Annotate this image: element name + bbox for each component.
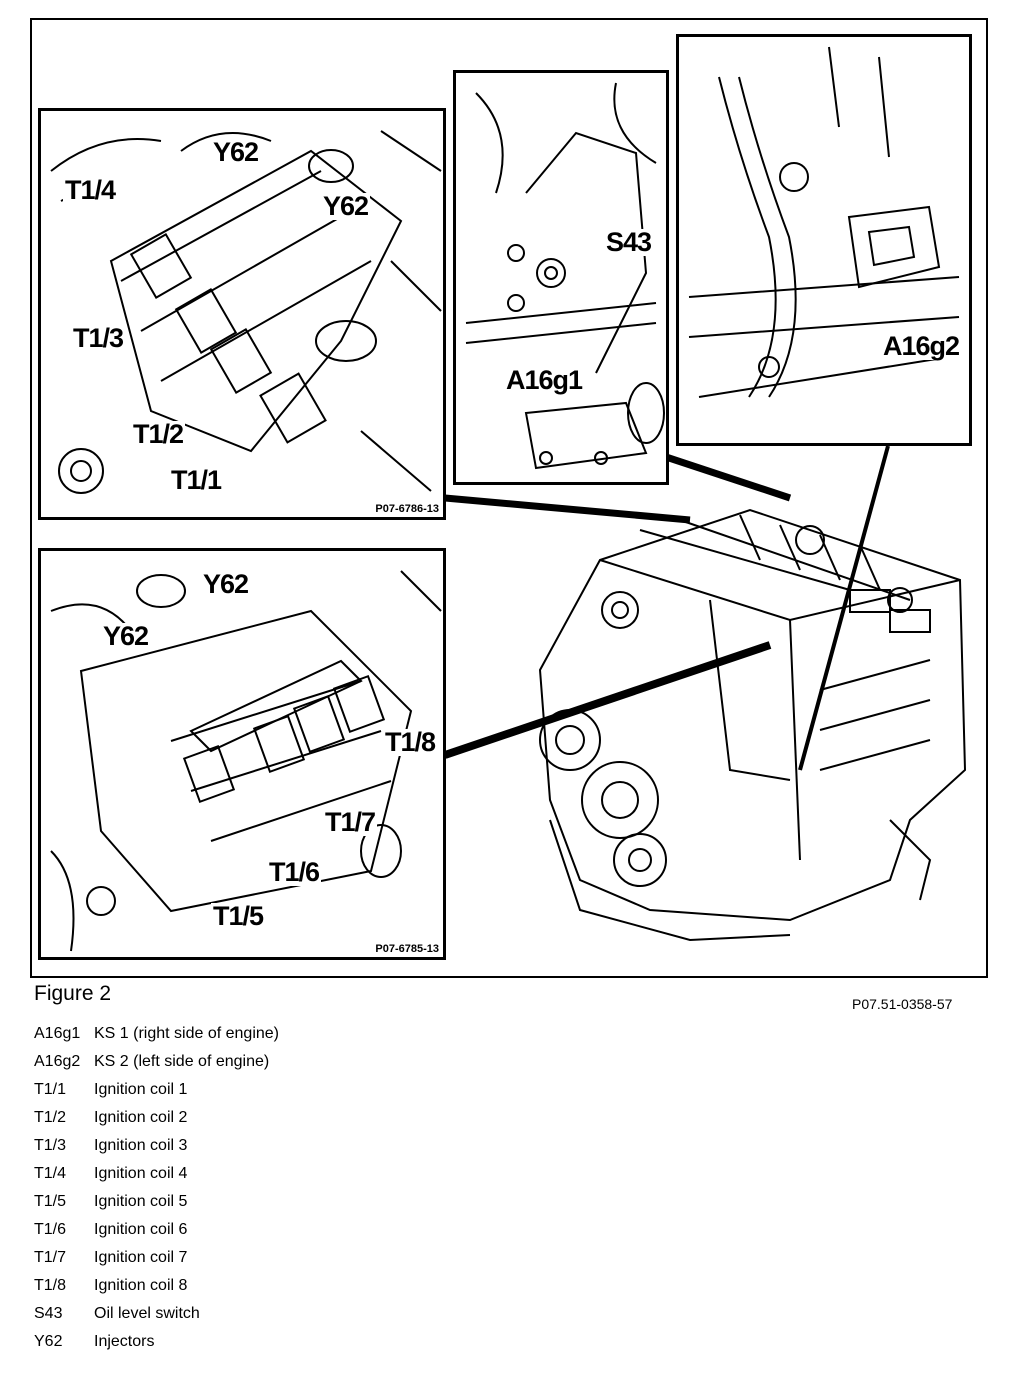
- inset-top-middle: S43 A16g1: [453, 70, 669, 485]
- label-y62-right: Y62: [321, 191, 371, 221]
- legend-item: T1/3 Ignition coil 3: [34, 1132, 279, 1160]
- label-t1-1: T1/1: [169, 465, 224, 495]
- legend-code: A16g2: [34, 1053, 81, 1070]
- legend-desc: Ignition coil 7: [94, 1249, 188, 1266]
- legend-list: A16g1 KS 1 (right side of engine) A16g2 KS…: [34, 1020, 279, 1356]
- legend-item: A16g1 KS 1 (right side of engine): [34, 1020, 279, 1048]
- label-s43: S43: [604, 227, 654, 257]
- inset-top-left-drawing: [50, 130, 442, 494]
- label-t1-8: T1/8: [383, 727, 438, 757]
- label-a16g1: A16g1: [504, 365, 585, 395]
- legend-code: T1/6: [34, 1221, 67, 1238]
- label-a16g2: A16g2: [881, 331, 962, 361]
- inset-top-left: Y62 T1/4 Y62 T1/3 T1/2 T1/1 P07-6786-13: [38, 108, 446, 520]
- legend-desc: Ignition coil 8: [94, 1277, 188, 1294]
- inset-top-right-drawing: [688, 46, 960, 398]
- legend-item: S43 Oil level switch: [34, 1300, 279, 1328]
- inset-bottom-left-drawing: [50, 570, 442, 952]
- engine-drawing: [538, 508, 967, 942]
- legend-item: T1/5 Ignition coil 5: [34, 1188, 279, 1216]
- legend-code: T1/1: [34, 1081, 67, 1098]
- legend-item: T1/6 Ignition coil 6: [34, 1216, 279, 1244]
- legend-desc: Ignition coil 2: [94, 1109, 188, 1126]
- legend-item: T1/1 Ignition coil 1: [34, 1076, 279, 1104]
- legend-desc: Ignition coil 4: [94, 1165, 188, 1182]
- label-t1-5: T1/5: [211, 901, 266, 931]
- legend-desc: Ignition coil 6: [94, 1221, 188, 1238]
- label-t1-6: T1/6: [267, 857, 322, 887]
- inset-code-bottom-left: P07-6785-13: [373, 943, 441, 955]
- label-t1-3: T1/3: [71, 323, 126, 353]
- legend-code: T1/5: [34, 1193, 67, 1210]
- legend-desc: KS 2 (left side of engine): [94, 1053, 270, 1070]
- inset-bottom-left: Y62 Y62 T1/8 T1/7 T1/6 T1/5 P07-6785-13: [38, 548, 446, 960]
- legend-code: T1/4: [34, 1165, 67, 1182]
- legend-code: T1/2: [34, 1109, 67, 1126]
- legend-item: T1/4 Ignition coil 4: [34, 1160, 279, 1188]
- legend-code: T1/3: [34, 1137, 67, 1154]
- legend-item: Y62 Injectors: [34, 1328, 279, 1356]
- legend-code: T1/8: [34, 1277, 67, 1294]
- legend-desc: Ignition coil 3: [94, 1137, 188, 1154]
- inset-top-middle-drawing: [465, 82, 665, 470]
- legend-desc: Injectors: [94, 1333, 155, 1350]
- legend-desc: Ignition coil 5: [94, 1193, 188, 1210]
- inset-code-top-left: P07-6786-13: [373, 503, 441, 515]
- label-y62-upper: Y62: [201, 569, 251, 599]
- legend-desc: Ignition coil 1: [94, 1081, 188, 1098]
- legend-code: S43: [34, 1305, 63, 1322]
- callout-connectors: [443, 445, 890, 771]
- legend-desc: Oil level switch: [94, 1305, 200, 1322]
- legend-code: T1/7: [34, 1249, 67, 1266]
- figure-title: Figure 2: [34, 982, 112, 1005]
- label-y62-top: Y62: [211, 137, 261, 167]
- label-t1-7: T1/7: [323, 807, 378, 837]
- label-t1-2: T1/2: [131, 419, 186, 449]
- legend-desc: KS 1 (right side of engine): [94, 1025, 279, 1042]
- label-t1-4: T1/4: [63, 175, 118, 205]
- legend-code: A16g1: [34, 1025, 81, 1042]
- legend-item: A16g2 KS 2 (left side of engine): [34, 1048, 279, 1076]
- figure-reference: P07.51-0358-57: [852, 996, 953, 1012]
- label-y62-left: Y62: [101, 621, 151, 651]
- legend-item: T1/2 Ignition coil 2: [34, 1104, 279, 1132]
- legend-item: T1/8 Ignition coil 8: [34, 1272, 279, 1300]
- inset-top-right: A16g2: [676, 34, 972, 446]
- legend-item: T1/7 Ignition coil 7: [34, 1244, 279, 1272]
- legend-code: Y62: [34, 1333, 63, 1350]
